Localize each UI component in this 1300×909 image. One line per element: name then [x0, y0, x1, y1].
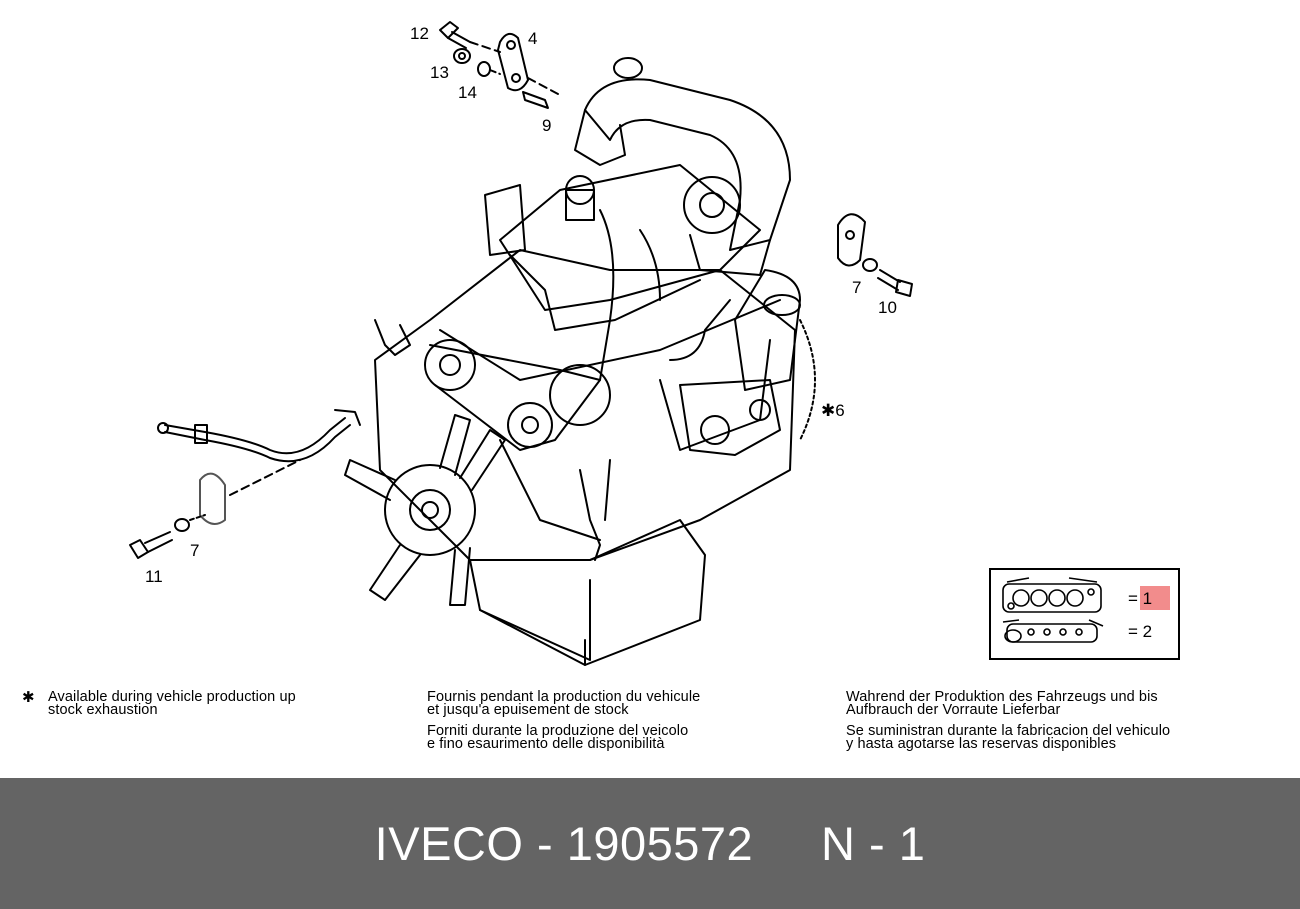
nut-13: [453, 48, 471, 64]
callout-10: 10: [878, 298, 897, 317]
legend-eq-1: = 1: [1128, 589, 1153, 608]
cooling-fan: [344, 414, 506, 606]
callout-12: 12: [410, 24, 429, 43]
bracket-7-left: [199, 472, 226, 525]
washer-14: [477, 61, 491, 77]
stud-9: [522, 91, 549, 109]
note-french: Fournis pendant la production du vehicul…: [427, 689, 701, 718]
crank-pulley: [507, 402, 553, 448]
turbocharger: [683, 176, 741, 234]
note-spanish: Se suministran durante la fabricacion de…: [846, 723, 1171, 752]
part-number: 1905572: [566, 817, 754, 870]
rocker-cover: [499, 164, 761, 311]
caption-gap: [753, 816, 821, 871]
diagram-position: N - 1: [820, 817, 926, 870]
caption-separator: -: [523, 817, 567, 870]
bolt-12: [439, 21, 471, 49]
bracket-4: [497, 32, 529, 92]
callout-6: ✱6: [821, 401, 845, 420]
callout-13: 13: [430, 63, 449, 82]
alternator-pulley: [424, 339, 476, 391]
selected-item-highlight: [1140, 586, 1170, 610]
gasket-icons: [1002, 577, 1104, 643]
bolt-10: [877, 269, 913, 297]
bracket-7-right: [837, 213, 866, 267]
part-caption: IVECO - 1905572 N - 1: [0, 778, 1300, 909]
callout-11: 11: [145, 567, 163, 586]
flywheel-edge: [799, 319, 816, 441]
engine-exploded-diagram: [129, 21, 913, 666]
callout-7-right: 7: [852, 278, 862, 297]
engine-block: [374, 249, 796, 561]
note-german: Wahrend der Produktion des Fahrzeugs und…: [846, 689, 1158, 718]
footer-bar: IVECO - 1905572 N - 1: [0, 778, 1300, 909]
hose-line: [164, 417, 346, 455]
callout-9: 9: [542, 116, 552, 135]
gasket-legend-box: = 1 = 2: [989, 568, 1180, 660]
note-english: ✱ Available during vehicle production up…: [22, 689, 296, 718]
note-italian: Forniti durante la produzione del veicol…: [427, 723, 689, 752]
intake-pipe: [584, 78, 791, 251]
brand-name: IVECO: [374, 817, 524, 870]
bolt-11: [129, 531, 173, 559]
legend-eq-2: = 2: [1128, 622, 1153, 641]
head-gasket-icon: [1002, 583, 1102, 613]
asterisk-icon: ✱: [821, 401, 836, 420]
callout-4: 4: [528, 29, 538, 48]
asterisk-icon: ✱: [22, 689, 35, 706]
callout-7-left: 7: [190, 541, 200, 560]
oil-pan: [469, 519, 706, 666]
callout-14: 14: [458, 83, 477, 102]
